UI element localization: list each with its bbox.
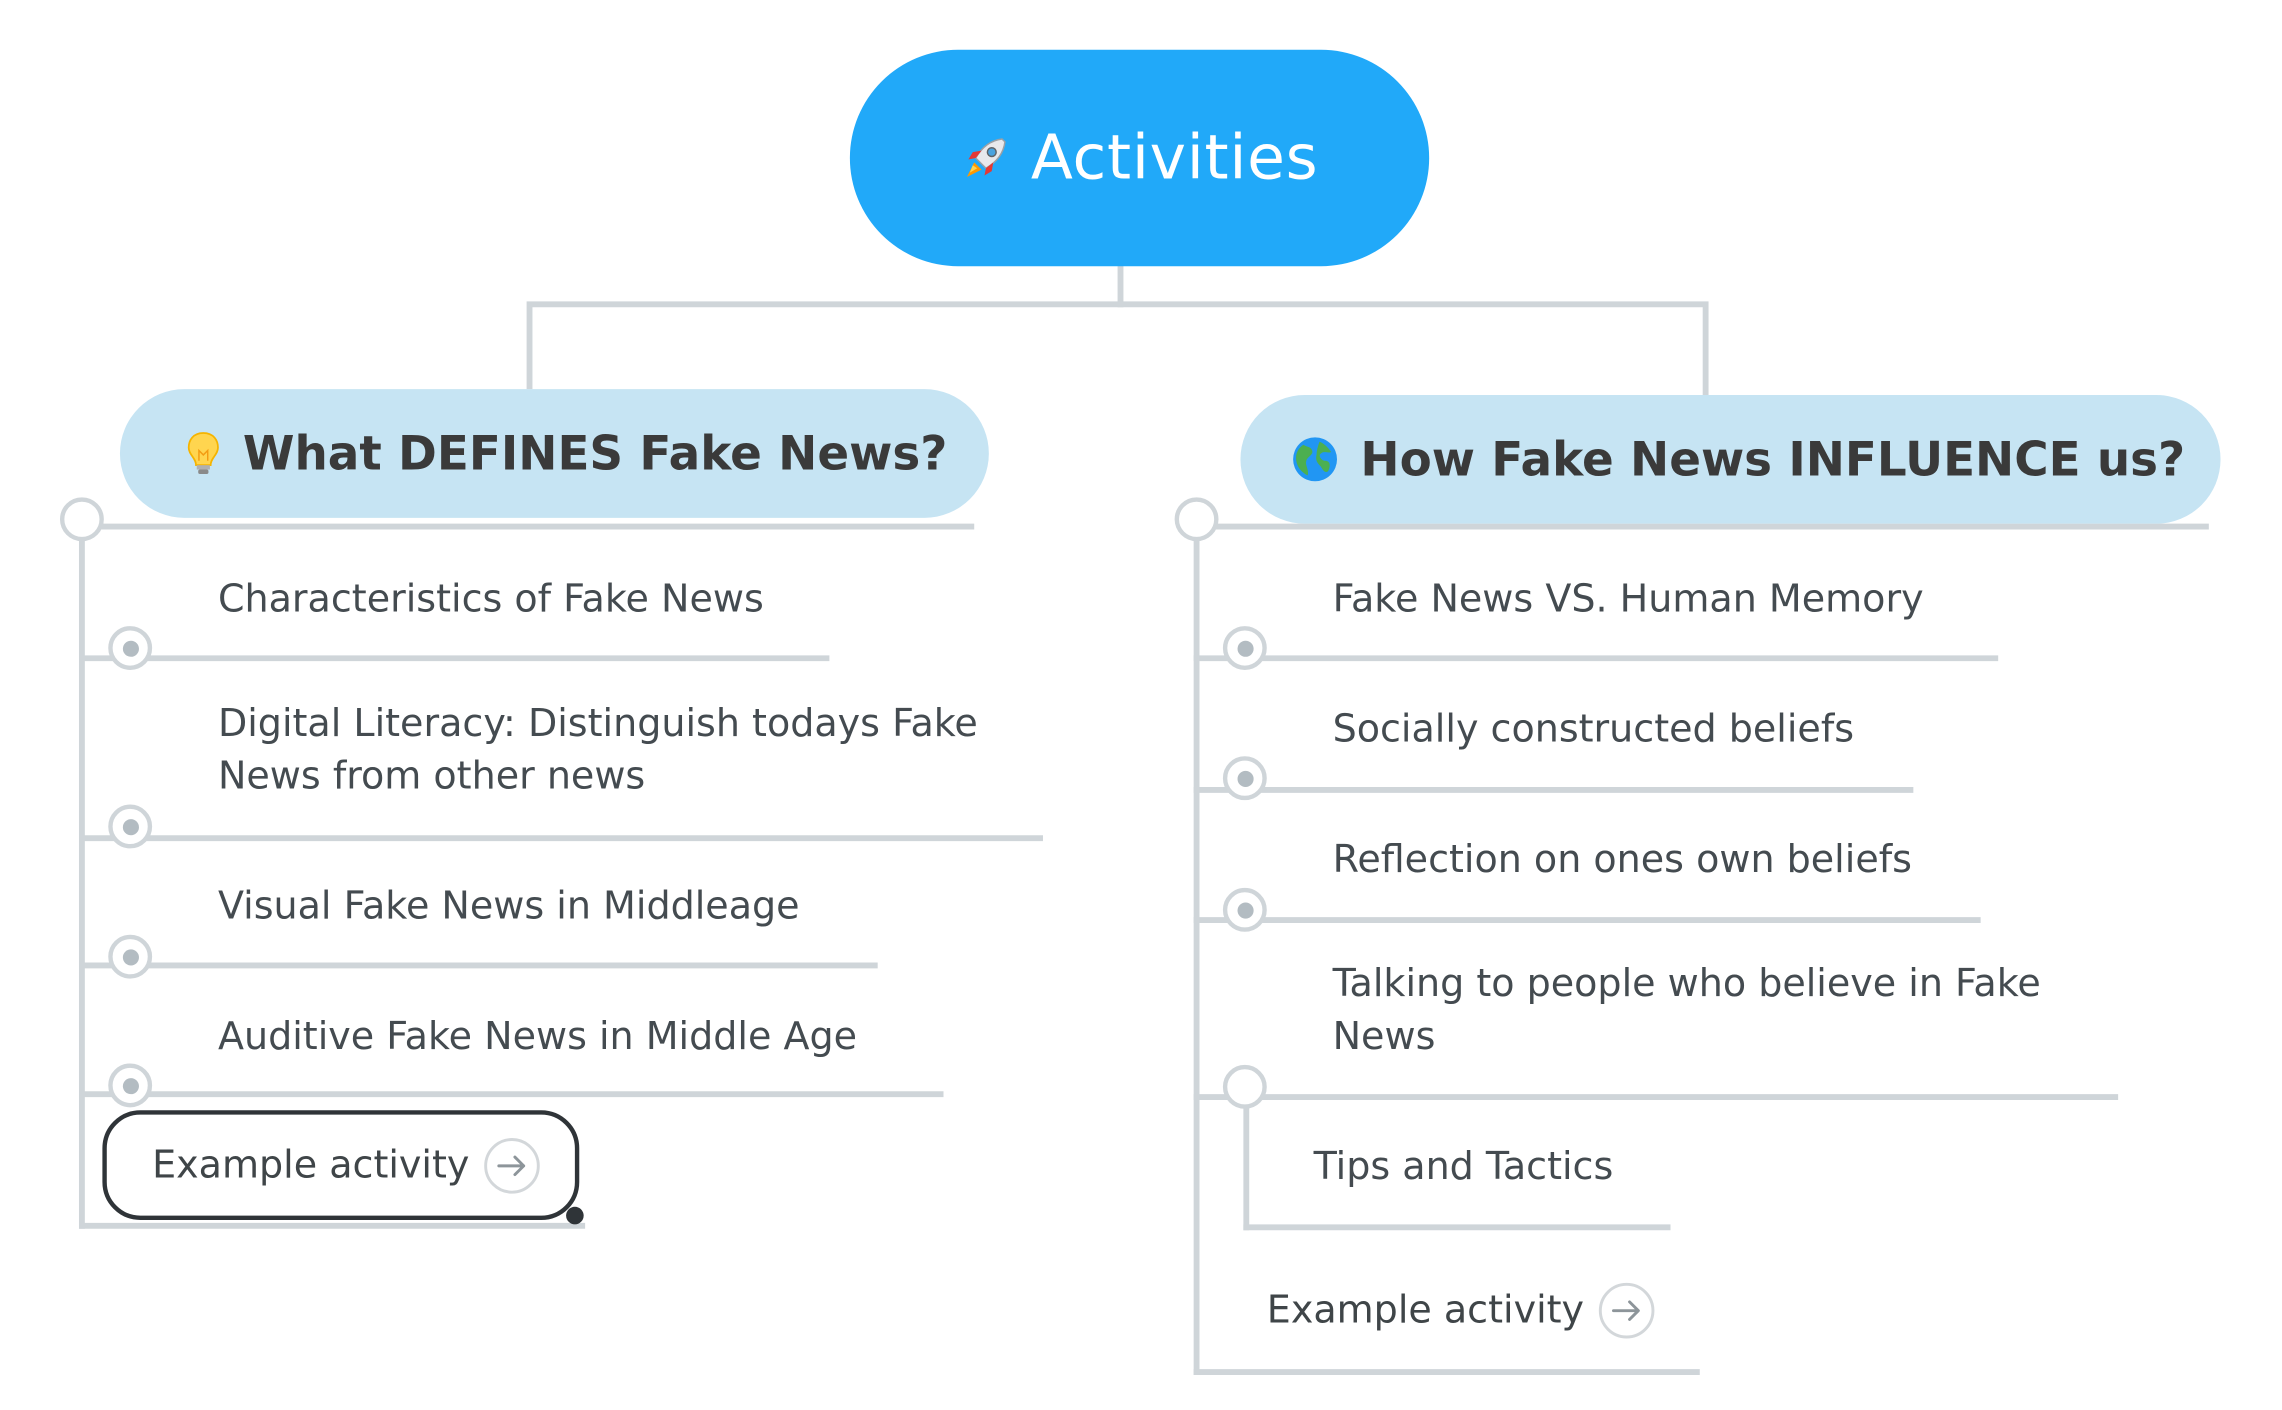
topic-bullet-icon[interactable] — [108, 1063, 153, 1108]
collapse-toggle[interactable] — [59, 497, 104, 542]
subtopic-socially-constructed[interactable]: Socially constructed beliefs — [1332, 707, 1855, 752]
branch-defines-fake-news[interactable]: What DEFINES Fake News? — [119, 389, 989, 518]
subtopic-auditive-fake-news[interactable]: Auditive Fake News in Middle Age — [217, 1015, 858, 1060]
arrow-right-icon[interactable] — [484, 1138, 540, 1194]
selection-outline — [102, 1110, 580, 1220]
topic-bullet-icon[interactable] — [1222, 887, 1267, 932]
example-activity-label: Example activity — [152, 1143, 470, 1188]
subtopic-reflection[interactable]: Reflection on ones own beliefs — [1332, 838, 1912, 883]
topic-bullet-icon[interactable] — [1222, 626, 1267, 670]
example-activity-label: Example activity — [1266, 1288, 1585, 1333]
branch-influence-us[interactable]: How Fake News INFLUENCE us? — [1240, 394, 2221, 524]
subtopic-human-memory[interactable]: Fake News VS. Human Memory — [1332, 577, 1924, 622]
example-activity-link[interactable]: Example activity — [152, 1138, 540, 1194]
collapse-toggle[interactable] — [1222, 1064, 1267, 1109]
topic-bullet-icon[interactable] — [108, 934, 153, 979]
subtopic-talking-to-people[interactable]: Talking to people who believe in Fake Ne… — [1332, 962, 2041, 1060]
branch-title: What DEFINES Fake News? — [242, 425, 948, 482]
topic-bullet-icon[interactable] — [108, 804, 153, 849]
central-topic-title: Activities — [1030, 121, 1319, 194]
subtopic-visual-fake-news[interactable]: Visual Fake News in Middleage — [217, 884, 800, 929]
topic-bullet-icon[interactable] — [1222, 756, 1267, 801]
collapse-toggle[interactable] — [1174, 497, 1219, 542]
subtopic-characteristics[interactable]: Characteristics of Fake News — [217, 577, 764, 622]
globe-icon — [1290, 434, 1340, 484]
branch-title: How Fake News INFLUENCE us? — [1360, 431, 2186, 488]
central-topic-node[interactable]: Activities — [849, 49, 1430, 267]
light-bulb-icon — [184, 429, 222, 479]
resize-handle[interactable] — [566, 1206, 584, 1225]
subtopic-tips-and-tactics[interactable]: Tips and Tactics — [1313, 1145, 1614, 1190]
rocket-icon — [961, 133, 1011, 183]
subtopic-digital-literacy[interactable]: Digital Literacy: Distinguish todays Fak… — [217, 702, 978, 799]
topic-bullet-icon[interactable] — [108, 626, 153, 670]
arrow-right-icon[interactable] — [1598, 1282, 1655, 1339]
example-activity-link[interactable]: Example activity — [1266, 1282, 1655, 1339]
